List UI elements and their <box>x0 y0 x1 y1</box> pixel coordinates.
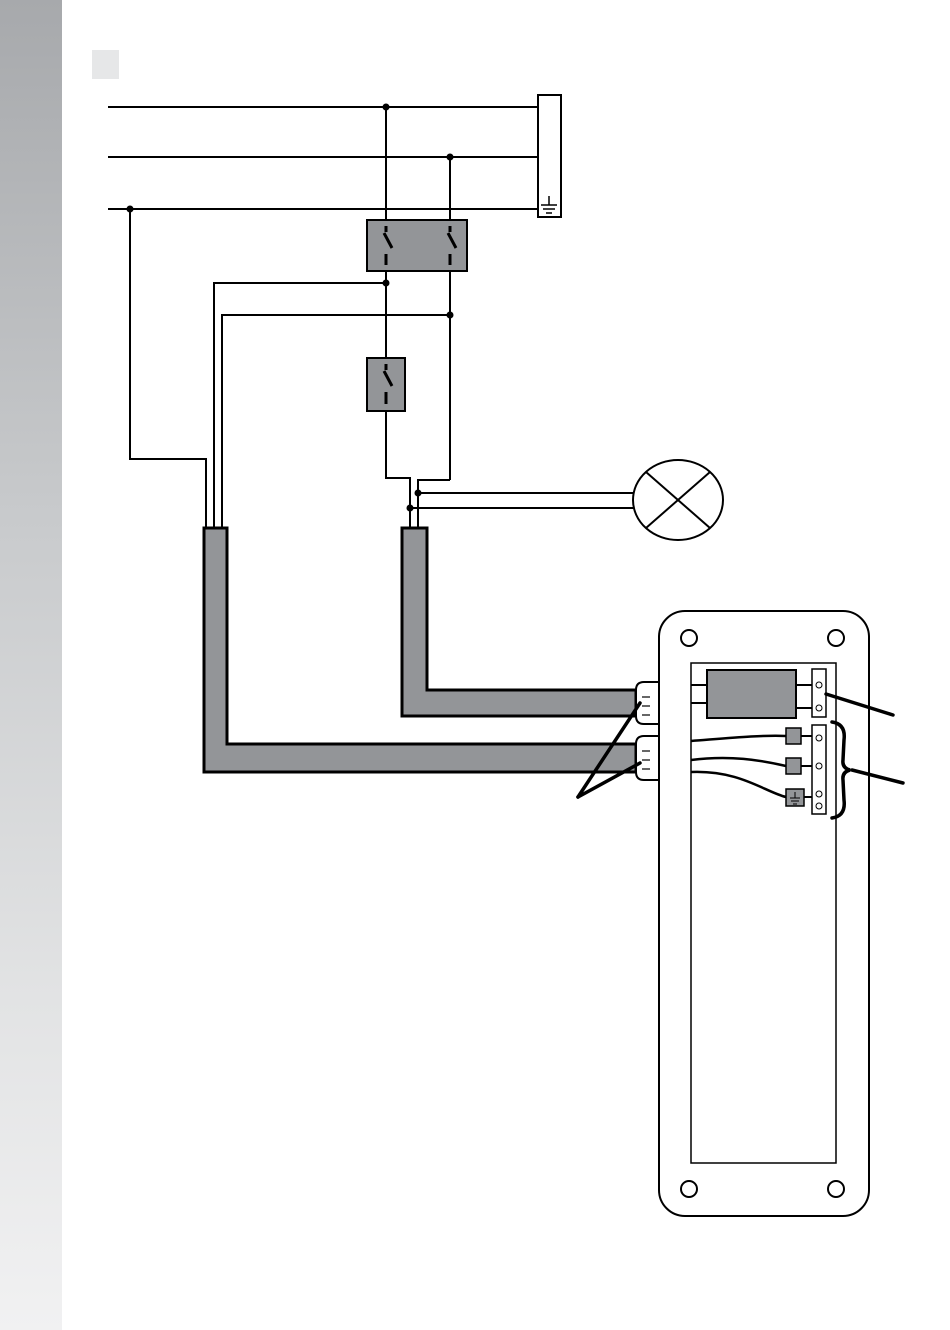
earth-terminal-bar <box>538 95 561 217</box>
lamp-feed-wires <box>386 411 636 528</box>
intermediate-wires <box>214 271 450 528</box>
connector-2 <box>786 758 801 774</box>
junction-dots <box>127 104 454 512</box>
transformer-block <box>691 670 812 718</box>
connector-1 <box>786 728 801 744</box>
cable-gland-lower <box>636 736 659 780</box>
terminal-block-lower <box>812 725 826 814</box>
switch-feed-wires <box>130 107 450 528</box>
connector-earth <box>786 789 804 806</box>
cable-right <box>402 528 636 716</box>
terminal-block-top <box>812 669 826 717</box>
single-pole-switch <box>367 358 405 411</box>
double-pole-switch <box>367 220 467 271</box>
lamp-icon <box>633 460 723 540</box>
supply-lines <box>108 107 537 209</box>
cable-glands <box>636 682 659 780</box>
